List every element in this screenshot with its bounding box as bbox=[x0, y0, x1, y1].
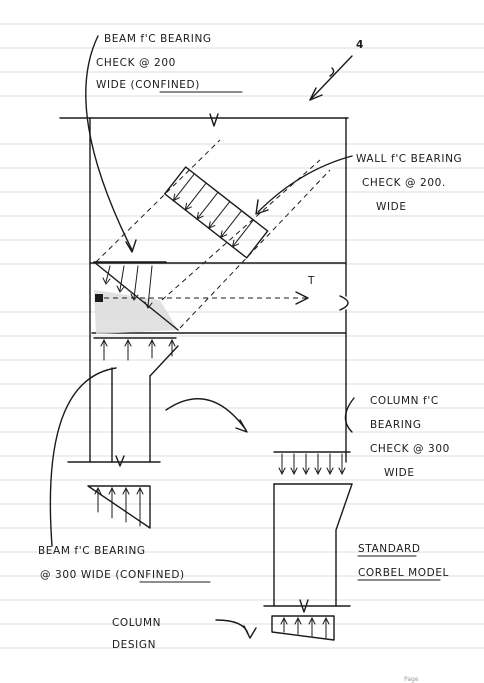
annotation-beam-confined: BEAM f'C BEARING CHECK @ 200 WIDE (CONFI… bbox=[96, 33, 243, 93]
column-check-line-3: CHECK @ 300 bbox=[370, 443, 450, 455]
notebook-lines bbox=[0, 23, 484, 649]
annotation-beam-300: BEAM f'C BEARING @ 300 WIDE (CONFINED) bbox=[38, 545, 211, 583]
standard-model-line-1: STANDARD bbox=[358, 543, 421, 555]
tie-label: T bbox=[307, 275, 315, 287]
joint-bearing-arrows bbox=[93, 337, 177, 361]
page-footer-label: Page bbox=[404, 676, 419, 683]
leader-lines bbox=[49, 35, 355, 639]
beam-confined-line-2: CHECK @ 200 bbox=[96, 57, 176, 69]
annotation-standard-model: STANDARD CORBEL MODEL bbox=[357, 543, 449, 581]
annotation-wall: WALL f'C BEARING CHECK @ 200. WIDE bbox=[356, 153, 462, 213]
wall-stress-block bbox=[164, 166, 269, 259]
wall-line-2: CHECK @ 200. bbox=[362, 177, 446, 189]
column-check-line-1: COLUMN f'C bbox=[370, 395, 439, 407]
beam-300-line-2: @ 300 WIDE (CONFINED) bbox=[40, 569, 185, 581]
standard-model-line-2: CORBEL MODEL bbox=[358, 567, 449, 579]
joint-sketch: T bbox=[59, 113, 349, 467]
beam-300-line-1: BEAM f'C BEARING bbox=[38, 545, 146, 557]
beam-confined-line-3: WIDE (CONFINED) bbox=[96, 79, 200, 91]
column-check-line-2: BEARING bbox=[370, 419, 422, 431]
annotation-column-design: COLUMN DESIGN bbox=[112, 617, 161, 651]
wall-line-3: WIDE bbox=[376, 201, 407, 213]
wall-line-1: WALL f'C BEARING bbox=[356, 153, 462, 165]
annotation-column-check: COLUMN f'C BEARING CHECK @ 300 WIDE bbox=[370, 395, 450, 479]
beam-confined-line-1: BEAM f'C BEARING bbox=[104, 33, 212, 45]
corner-mark: 4 bbox=[356, 39, 364, 51]
column-check-line-4: WIDE bbox=[384, 467, 415, 479]
beam-confined-stress-block bbox=[93, 261, 179, 331]
column-design-line-2: DESIGN bbox=[112, 639, 156, 651]
transition-arrow bbox=[165, 398, 247, 431]
corner-direction-arrow: 4 bbox=[309, 39, 364, 101]
beam-bearing-diagram bbox=[87, 485, 151, 529]
corbel-model bbox=[263, 451, 353, 641]
column-design-line-1: COLUMN bbox=[112, 617, 161, 629]
